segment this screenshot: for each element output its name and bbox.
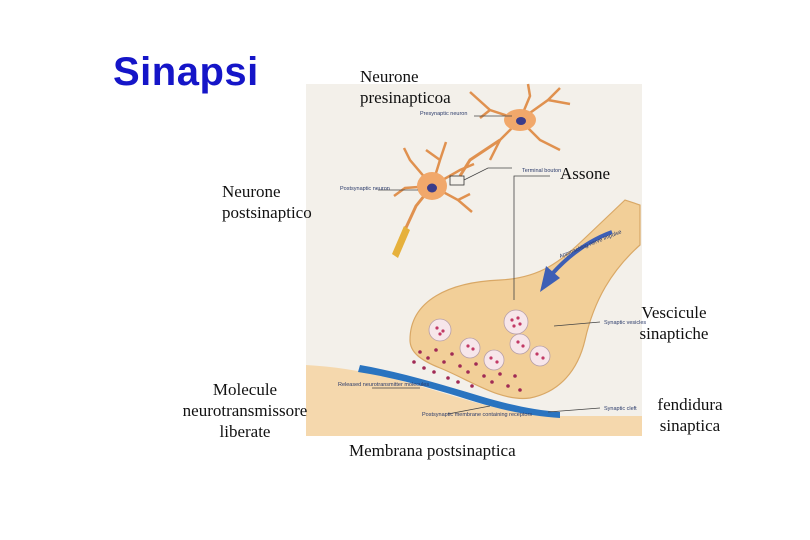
postsynaptic-axon-myelin <box>392 226 410 258</box>
fig-label-postsynaptic-membrane: Postsynaptic membrane containing recepto… <box>422 412 532 418</box>
nerve-impulse-arrowhead <box>540 266 560 292</box>
fig-label-presynaptic-neuron: Presynaptic neuron <box>420 111 467 117</box>
label-presynaptic-neuron: Neurone presinapticoa <box>360 67 451 107</box>
postsynaptic-region <box>306 365 642 436</box>
label-neurotransmitter-molecules: Molecule neurotransmissore liberate <box>182 380 308 441</box>
label-synaptic-vesicles: Vescicule sinaptiche <box>639 303 709 343</box>
postsynaptic-membrane-band <box>358 365 560 418</box>
synaptic-vesicles <box>428 309 551 371</box>
fig-label-terminal-bouton: Terminal bouton <box>522 168 561 174</box>
label-postsynaptic-neuron: Neurone postsinaptico <box>222 182 312 222</box>
label-postsynaptic-membrane: Membrana postsinaptica <box>349 441 516 460</box>
nerve-impulse-arrow <box>550 230 613 276</box>
fig-label-synaptic-cleft: Synaptic cleft <box>604 406 637 412</box>
slide-title: Sinapsi <box>113 50 259 94</box>
released-molecules <box>412 348 522 392</box>
label-axon: Assone <box>560 164 611 183</box>
label-synaptic-cleft: fendidura sinaptica <box>657 395 723 435</box>
leader-lines <box>372 115 601 415</box>
fig-label-postsynaptic-neuron: Postsynaptic neuron <box>340 186 390 192</box>
fig-label-released-molecules: Released neurotransmitter molecules <box>338 382 429 388</box>
postsynaptic-nucleus <box>427 183 437 193</box>
presynaptic-nucleus <box>516 117 526 125</box>
vesicle-contents <box>435 316 545 364</box>
terminal-bouton-box <box>449 175 465 186</box>
fig-label-synaptic-vesicles: Synaptic vesicles <box>604 320 646 326</box>
